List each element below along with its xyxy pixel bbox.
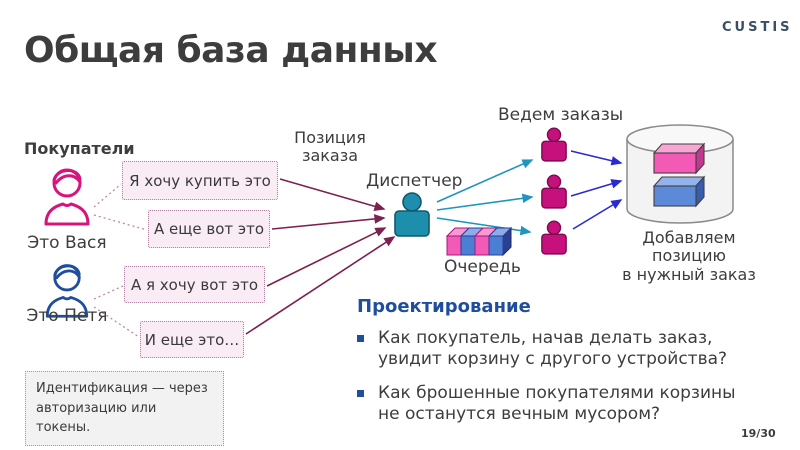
bubble-and-more: И еще это… bbox=[140, 321, 244, 358]
bubble-also-this: А еще вот это bbox=[148, 210, 270, 248]
dotted-connector-vasya-1 bbox=[93, 183, 122, 208]
dotted-connector-petya-1 bbox=[93, 285, 124, 300]
worker-icon-2 bbox=[540, 173, 568, 211]
design-bullet-2: Как брошенные покупателями корзины не ос… bbox=[357, 383, 777, 426]
arrow-order-2 bbox=[271, 214, 386, 230]
arrow-db-1 bbox=[570, 150, 623, 166]
dispatcher-label: Диспетчер bbox=[366, 171, 463, 191]
design-bullet-1-text: Как покупатель, начав делать заказ, увид… bbox=[378, 328, 728, 370]
arrow-dispatch-2 bbox=[436, 193, 534, 211]
database-label: Добавляем позицию в нужный заказ bbox=[622, 228, 756, 284]
managers-label: Ведем заказы bbox=[498, 105, 624, 125]
buyer-vasya-name: Это Вася bbox=[27, 233, 107, 253]
database-icon bbox=[624, 123, 736, 227]
arrow-order-1 bbox=[279, 178, 386, 211]
dotted-connector-vasya-2 bbox=[93, 214, 148, 231]
page-number: 19/30 bbox=[741, 427, 776, 440]
order-position-label: Позиция заказа bbox=[294, 128, 366, 166]
bullet-square-icon bbox=[357, 335, 364, 342]
dispatcher-icon bbox=[392, 192, 432, 238]
design-bullet-1: Как покупатель, начав делать заказ, увид… bbox=[357, 328, 777, 371]
queue-label: Очередь bbox=[444, 257, 521, 277]
design-heading: Проектирование bbox=[357, 296, 531, 317]
bubble-want-buy: Я хочу купить это bbox=[122, 161, 278, 200]
buyer-petya-icon bbox=[40, 258, 94, 320]
queue-icon bbox=[444, 224, 514, 260]
bubble-i-want: А я хочу вот это bbox=[124, 266, 265, 303]
buyers-label: Покупатели bbox=[24, 139, 135, 158]
bullet-square-icon bbox=[357, 390, 364, 397]
design-bullet-2-text: Как брошенные покупателями корзины не ос… bbox=[378, 383, 736, 425]
custis-logo: CUSTIS bbox=[722, 20, 793, 35]
arrow-db-3 bbox=[572, 199, 623, 230]
dotted-connector-petya-2 bbox=[93, 306, 140, 338]
identification-note: Идентификация — через авторизацию или то… bbox=[25, 371, 224, 446]
buyer-vasya-icon bbox=[40, 162, 94, 228]
arrow-dispatch-1 bbox=[436, 159, 534, 203]
arrow-dispatch-3 bbox=[436, 217, 532, 236]
buyer-petya-name: Это Петя bbox=[26, 306, 108, 326]
worker-icon-3 bbox=[540, 219, 568, 257]
page-title: Общая база данных bbox=[24, 30, 438, 71]
arrow-db-2 bbox=[570, 179, 623, 197]
worker-icon-1 bbox=[540, 126, 568, 164]
arrow-order-4 bbox=[245, 236, 396, 335]
arrow-order-3 bbox=[266, 227, 387, 287]
